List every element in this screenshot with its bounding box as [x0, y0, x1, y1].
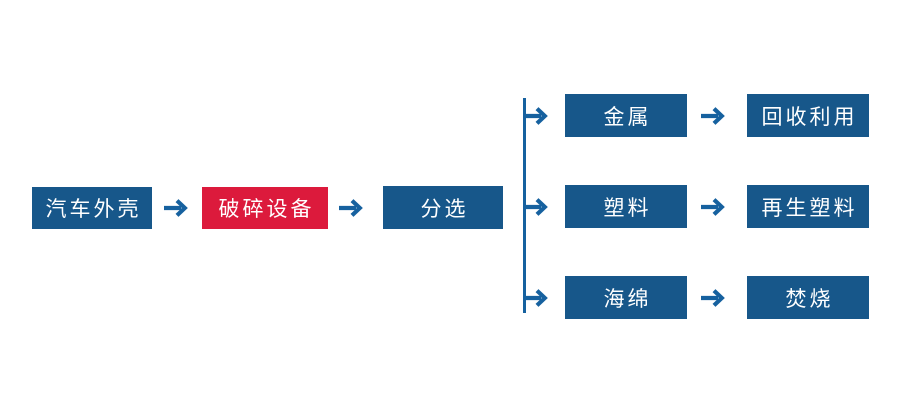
arrow-right-icon: [524, 288, 550, 308]
arrow-right-icon: [701, 197, 727, 217]
node-car-shell: 汽车外壳: [32, 187, 152, 229]
node-plastic: 塑料: [565, 185, 687, 228]
node-recycled-plastic: 再生塑料: [747, 185, 869, 228]
arrow-right-icon: [339, 198, 365, 218]
node-sponge: 海绵: [565, 276, 687, 319]
arrow-right-icon: [524, 197, 550, 217]
node-crushing-equipment: 破碎设备: [202, 187, 328, 229]
arrow-right-icon: [701, 288, 727, 308]
arrow-right-icon: [524, 106, 550, 126]
arrow-right-icon: [164, 198, 190, 218]
node-sorting: 分选: [383, 186, 503, 229]
node-metal: 金属: [565, 94, 687, 137]
node-recycling-reuse: 回收利用: [747, 94, 869, 137]
node-incineration: 焚烧: [747, 276, 869, 319]
arrow-right-icon: [701, 106, 727, 126]
